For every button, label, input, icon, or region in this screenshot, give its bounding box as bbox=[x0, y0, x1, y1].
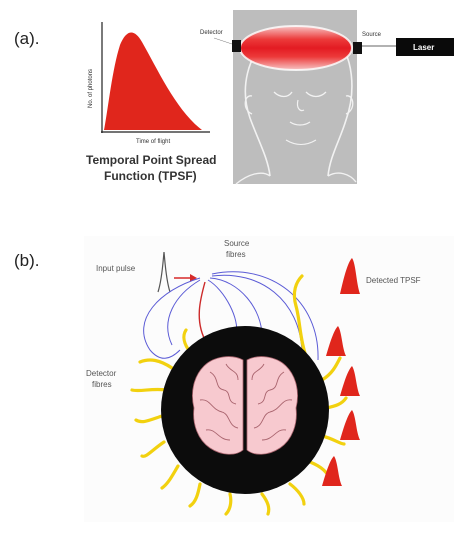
detector-fibres bbox=[130, 274, 348, 516]
tpsf-plot: No. of photons Time of flight Temporal P… bbox=[86, 22, 216, 183]
detector-fibres-label-line1: Detector bbox=[86, 369, 117, 378]
input-pulse-label: Input pulse bbox=[96, 264, 136, 273]
light-path-ellipse bbox=[240, 26, 352, 70]
detected-tpsf-peak bbox=[322, 456, 342, 486]
panel-b-letter: (b). bbox=[14, 251, 40, 270]
mouth bbox=[289, 121, 311, 126]
detected-tpsf-peak bbox=[326, 326, 346, 356]
tpsf-caption-line2: Function (TPSF) bbox=[104, 169, 197, 183]
input-pulse-icon bbox=[157, 251, 171, 293]
input-pulse: Input pulse bbox=[96, 251, 197, 293]
brain-gyri bbox=[199, 363, 293, 441]
detector-fibre bbox=[138, 358, 174, 370]
shoulder-lines bbox=[235, 172, 357, 185]
source-label: Source bbox=[362, 32, 382, 38]
detector-fibre bbox=[260, 492, 271, 516]
source-fibre bbox=[167, 279, 201, 346]
detected-tpsf-peaks bbox=[322, 258, 360, 486]
source-fibres bbox=[143, 271, 319, 361]
detector-fibre bbox=[140, 440, 166, 458]
brain-left-hemisphere bbox=[192, 356, 244, 455]
laser-label: Laser bbox=[413, 43, 434, 52]
head-cross-section bbox=[161, 326, 329, 494]
left-eye bbox=[273, 91, 293, 98]
detector-fibre bbox=[160, 464, 180, 490]
source-fibre bbox=[211, 271, 319, 361]
detected-tpsf-peak bbox=[340, 258, 360, 294]
left-ear bbox=[244, 95, 253, 115]
detector-fibre bbox=[134, 414, 164, 424]
detector-block bbox=[232, 40, 241, 52]
detector-fibre bbox=[224, 492, 233, 516]
tpsf-curve bbox=[104, 32, 202, 130]
detector-fibre bbox=[320, 356, 342, 382]
tpsf-x-label: Time of flight bbox=[136, 139, 170, 145]
source-fibres-label-line1: Source bbox=[224, 239, 250, 248]
detected-tpsf-label: Detected TPSF bbox=[366, 276, 421, 285]
detector-fibre bbox=[188, 482, 202, 508]
detector-label: Detector bbox=[200, 30, 223, 36]
right-eye bbox=[305, 91, 327, 98]
source-block bbox=[353, 42, 362, 54]
chin bbox=[285, 139, 317, 146]
detected-tpsf-peak bbox=[340, 366, 360, 396]
detector-fibre bbox=[288, 482, 306, 506]
tpsf-y-label: No. of photons bbox=[88, 69, 94, 108]
head-illustration: Detector Source Laser bbox=[200, 10, 454, 185]
detector-fibres-label-line2: fibres bbox=[92, 380, 112, 389]
panel-a-letter: (a). bbox=[14, 29, 40, 48]
detected-tpsf-peak bbox=[340, 410, 360, 440]
detector-fibre bbox=[292, 274, 308, 358]
detector-fibre bbox=[130, 387, 168, 393]
right-ear bbox=[345, 95, 354, 115]
source-fibres-label-line2: fibres bbox=[226, 250, 246, 259]
nose bbox=[296, 99, 305, 112]
brain bbox=[192, 356, 298, 455]
tpsf-caption-line1: Temporal Point Spread bbox=[86, 153, 216, 167]
laser-box bbox=[396, 38, 454, 56]
source-fibre bbox=[143, 277, 201, 359]
source-fibre bbox=[198, 281, 206, 341]
